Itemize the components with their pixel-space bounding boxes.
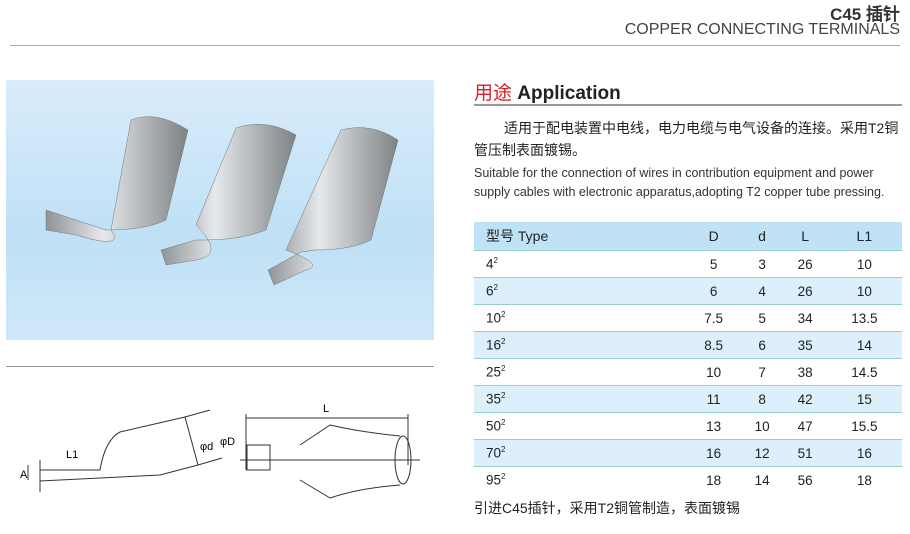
page-title: C45 插针 xyxy=(830,5,900,24)
description-cn: 适用于配电装置中电线，电力电缆与电气设备的连接。采用T2铜管压制表面镀锡。 xyxy=(474,120,899,158)
column-header: L xyxy=(783,222,827,251)
table-cell: 16 xyxy=(826,439,902,467)
table-cell: 8 xyxy=(740,385,784,413)
table-cell: 26 xyxy=(783,277,827,305)
table-cell: 5 xyxy=(686,250,741,278)
table-cell: 5 xyxy=(740,304,784,332)
table-cell: 62 xyxy=(474,277,687,305)
table-cell: 10 xyxy=(740,412,784,440)
table-cell: 18 xyxy=(826,466,902,493)
divider xyxy=(10,45,900,46)
table-cell: 42 xyxy=(783,385,827,413)
table-cell: 12 xyxy=(740,439,784,467)
table-cell: 13.5 xyxy=(826,304,902,332)
footnote: 引进C45插针，采用T2铜管制造，表面镀锡 xyxy=(474,500,741,516)
table-cell: 14 xyxy=(826,331,902,359)
table-cell: 26 xyxy=(783,250,827,278)
table-cell: 7.5 xyxy=(686,304,741,332)
divider xyxy=(6,366,434,367)
table-cell: 47 xyxy=(783,412,827,440)
column-header: L1 xyxy=(826,222,902,251)
table-cell: 8.5 xyxy=(686,331,741,359)
table-cell: 7 xyxy=(740,358,784,386)
table-cell: 252 xyxy=(474,358,687,386)
table-cell: 35 xyxy=(783,331,827,359)
table-cell: 162 xyxy=(474,331,687,359)
table-cell: 15.5 xyxy=(826,412,902,440)
divider xyxy=(474,104,902,106)
table-cell: 10 xyxy=(826,277,902,305)
table-cell: 16 xyxy=(686,439,741,467)
column-header: d xyxy=(740,222,784,251)
table-cell: 42 xyxy=(474,250,687,278)
table-cell: 352 xyxy=(474,385,687,413)
table-cell: 56 xyxy=(783,466,827,493)
dimension-drawing: L1 A φd φD L xyxy=(20,403,420,499)
table-cell: 10 xyxy=(826,250,902,278)
table-cell: 14.5 xyxy=(826,358,902,386)
label-L1: L1 xyxy=(66,449,78,461)
product-photo xyxy=(6,80,434,340)
column-header: D xyxy=(686,222,741,251)
table-cell: 702 xyxy=(474,439,687,467)
table-cell: 38 xyxy=(783,358,827,386)
table-cell: 34 xyxy=(783,304,827,332)
column-header: 型号 Type xyxy=(474,222,687,251)
table-cell: 18 xyxy=(686,466,741,493)
table-cell: 4 xyxy=(740,277,784,305)
table-cell: 51 xyxy=(783,439,827,467)
label-L: L xyxy=(323,403,329,415)
table-cell: 14 xyxy=(740,466,784,493)
table-cell: 502 xyxy=(474,412,687,440)
table-cell: 102 xyxy=(474,304,687,332)
terminal-image xyxy=(45,116,399,286)
section-heading: 用途 Application xyxy=(474,83,621,104)
page-subtitle: COPPER CONNECTING TERMINALS xyxy=(624,21,900,38)
table-cell: 6 xyxy=(686,277,741,305)
table-cell: 11 xyxy=(686,385,741,413)
table-cell: 10 xyxy=(686,358,741,386)
table-cell: 3 xyxy=(740,250,784,278)
label-A: A xyxy=(20,469,28,481)
table-cell: 15 xyxy=(826,385,902,413)
description-en: Suitable for the connection of wires in … xyxy=(474,166,885,199)
table-cell: 6 xyxy=(740,331,784,359)
table-cell: 952 xyxy=(474,466,687,493)
table-cell: 13 xyxy=(686,412,741,440)
label-D: φD xyxy=(220,436,235,448)
label-d: φd xyxy=(200,441,213,453)
